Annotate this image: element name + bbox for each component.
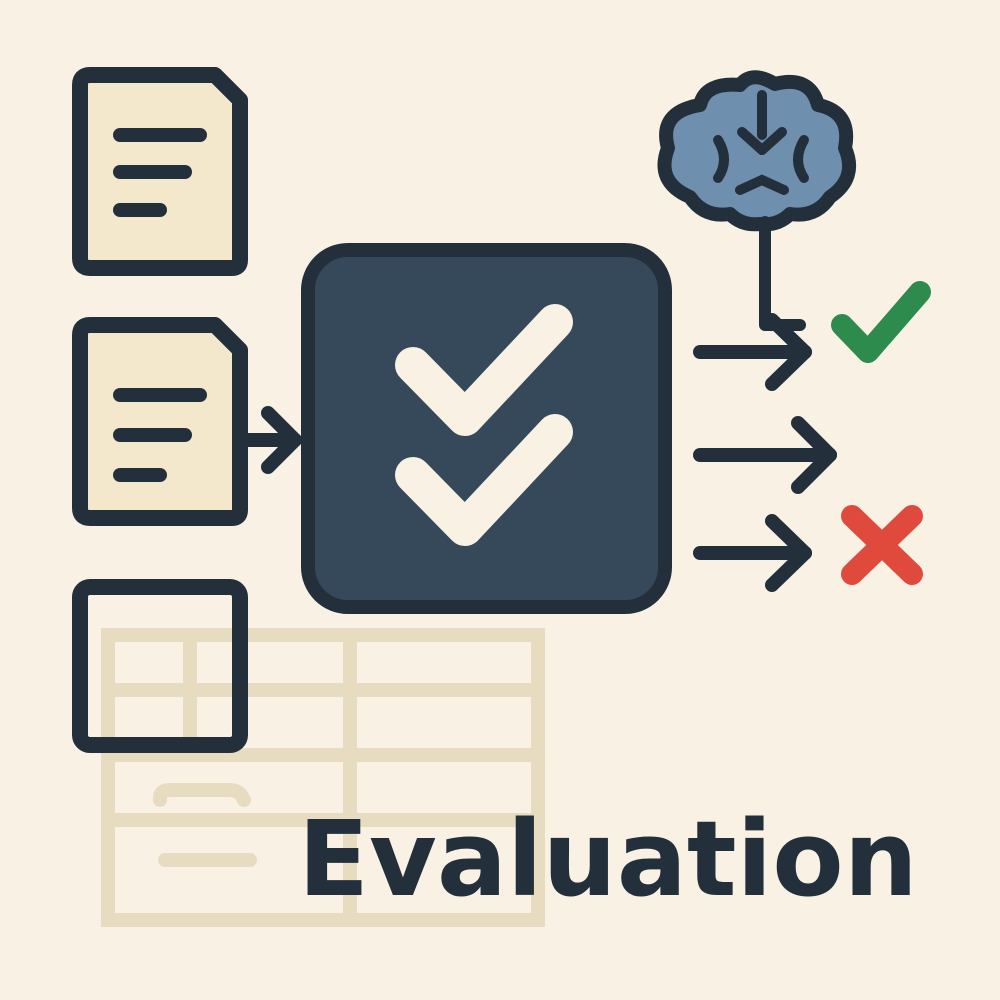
double-checkmark-icon <box>395 304 573 546</box>
brain-icon <box>657 70 856 232</box>
background-folder-icon <box>153 783 257 867</box>
output-arrow <box>693 514 812 592</box>
output-arrow <box>693 313 812 391</box>
model-connector <box>759 216 806 331</box>
document-icon <box>72 67 248 276</box>
output-arrow <box>693 416 837 494</box>
evaluator-box <box>301 243 672 614</box>
input-arrow <box>238 406 302 474</box>
green-check-icon <box>831 281 931 363</box>
background-table-icon <box>101 628 545 927</box>
document-icon <box>72 317 248 526</box>
table-icon <box>72 579 248 753</box>
red-x-icon <box>841 505 923 585</box>
page-title: Evaluation <box>298 798 918 920</box>
